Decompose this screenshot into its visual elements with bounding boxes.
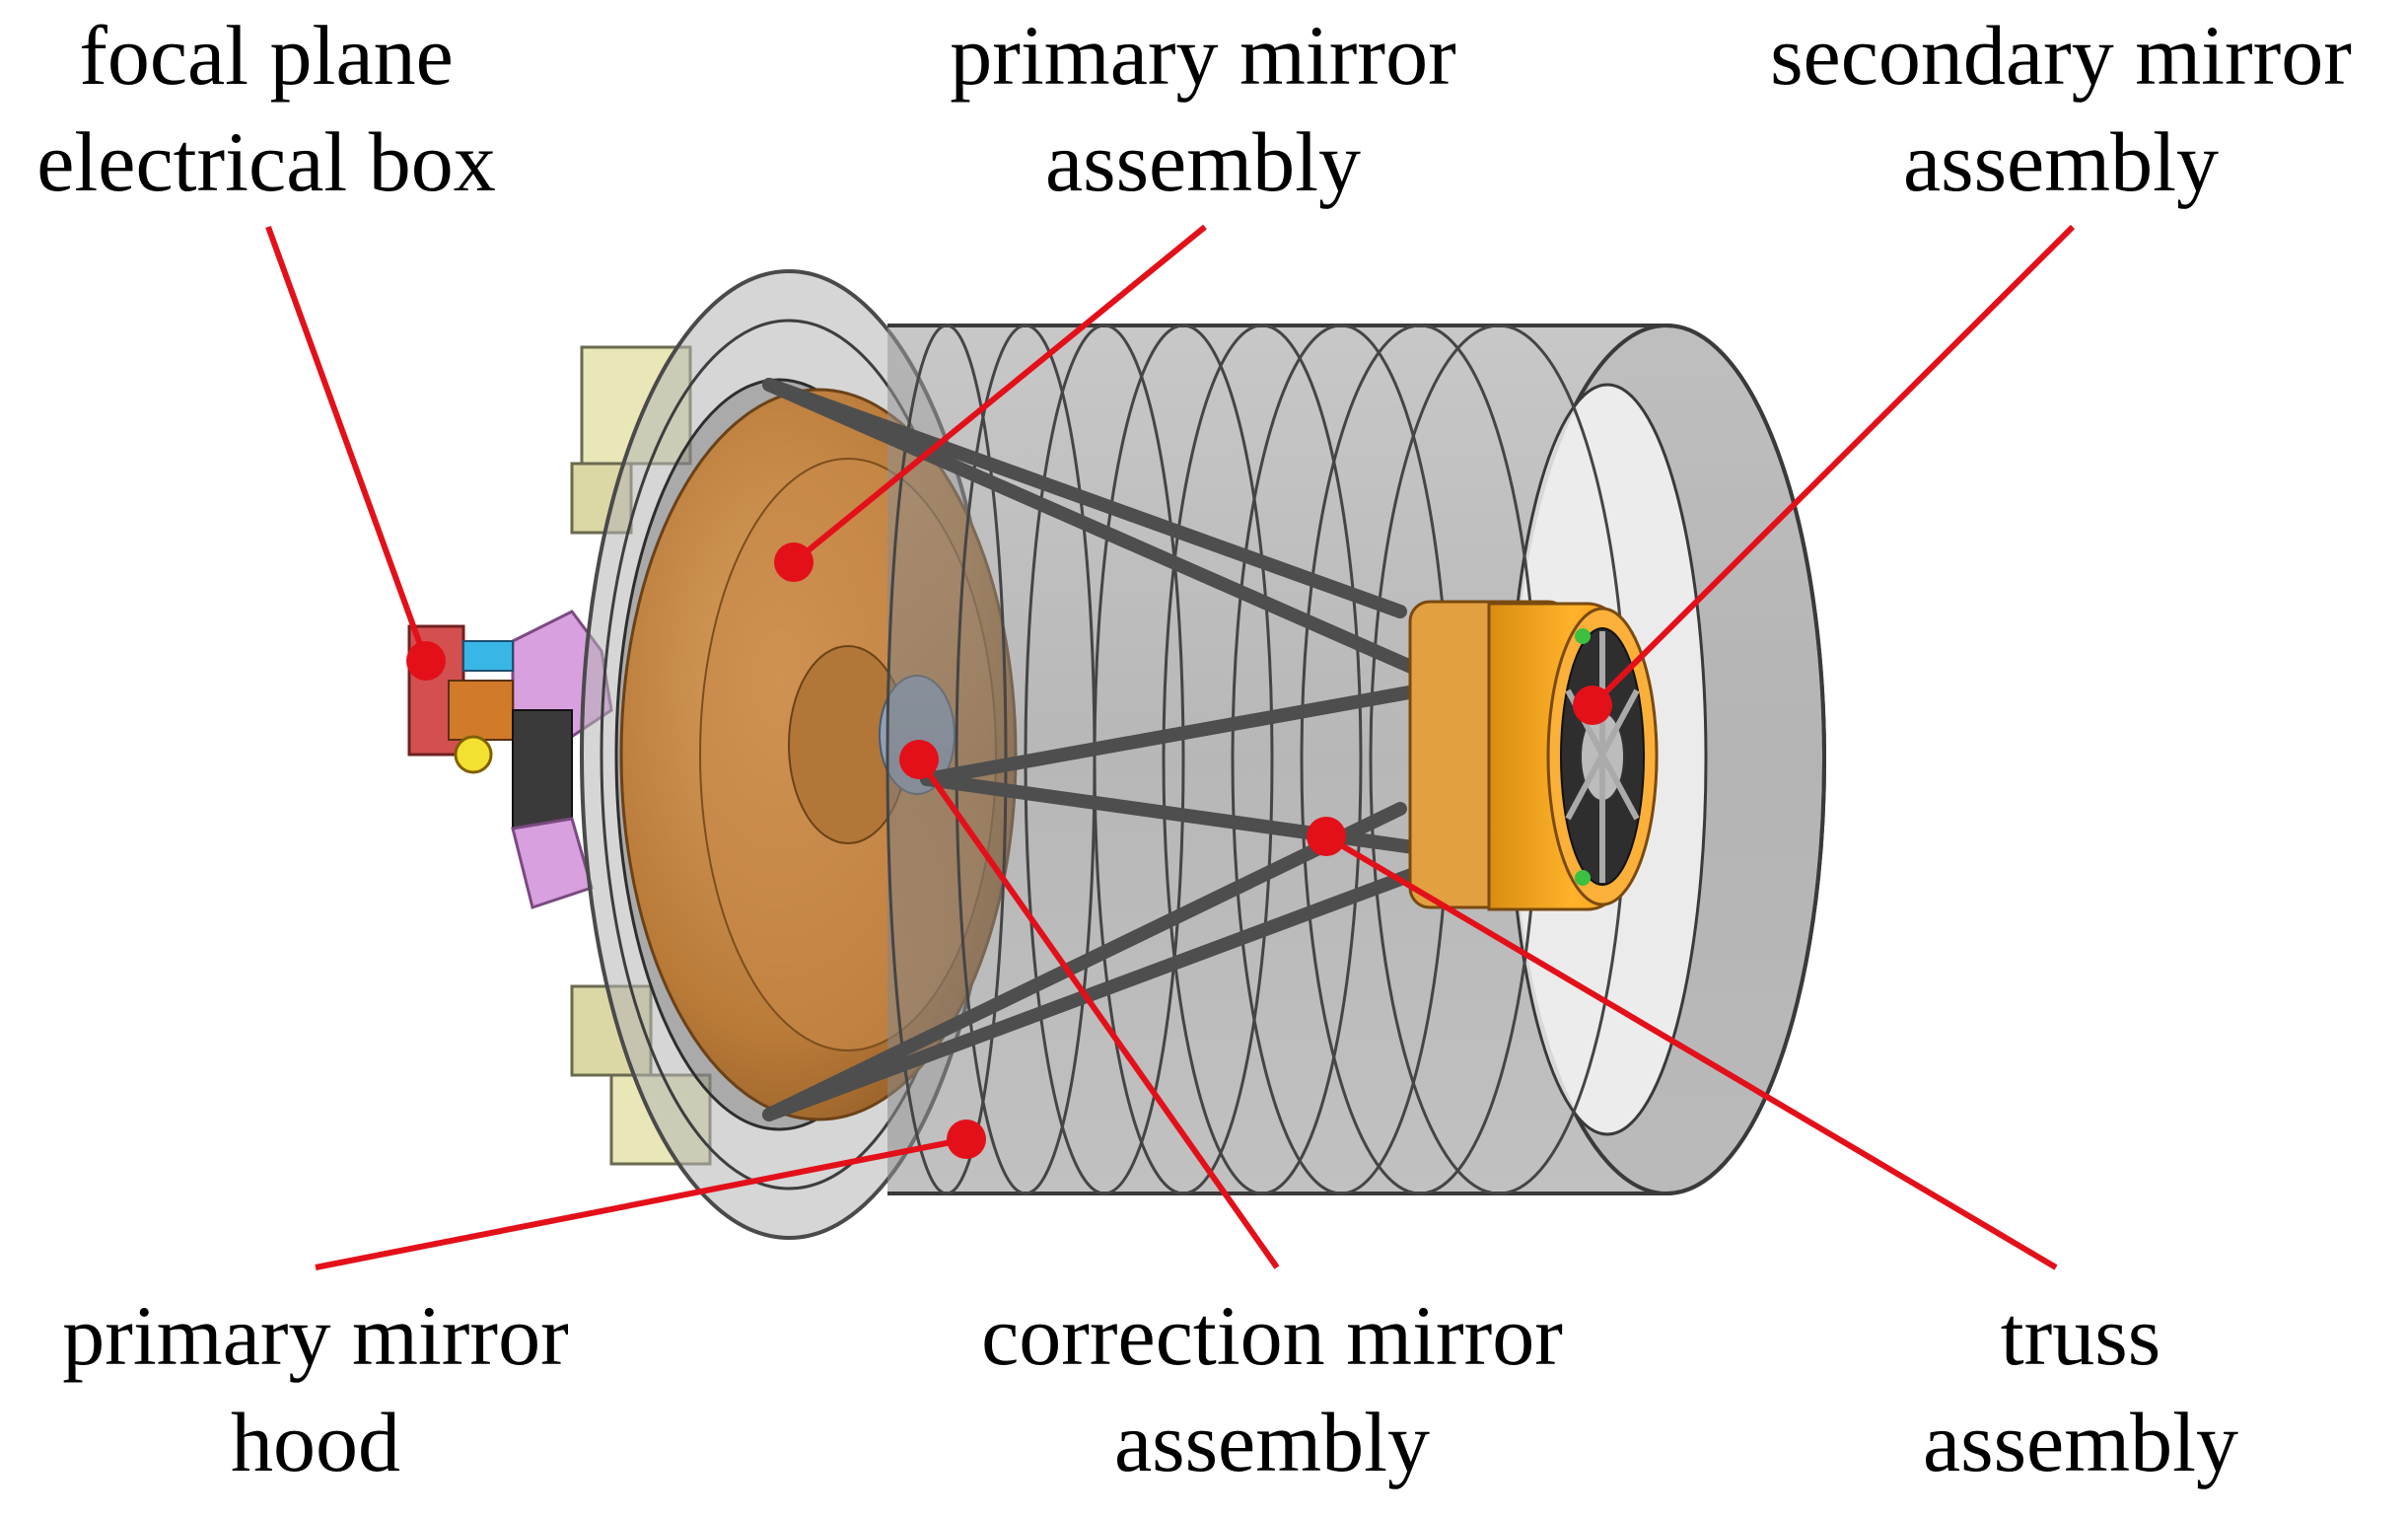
label-line: electrical box xyxy=(36,114,496,209)
leader-primary-mirror-hood xyxy=(315,1136,967,1270)
label-line: assembly xyxy=(1044,114,1362,209)
dot-truss-assembly xyxy=(1307,817,1346,856)
leader-correction-mirror xyxy=(916,758,1280,1269)
label-line: primary mirror xyxy=(950,8,1456,103)
label-line: primary mirror xyxy=(62,1288,569,1383)
label-primary-mirror-hood: primary mirror hood xyxy=(10,1282,621,1495)
label-line: assembly xyxy=(1113,1395,1431,1489)
label-line: assembly xyxy=(1922,1395,2239,1489)
leader-focal-plane xyxy=(265,225,429,663)
label-truss-assembly: truss assembly xyxy=(1805,1282,2357,1495)
label-line: correction mirror xyxy=(981,1288,1563,1383)
dot-primary-mirror-hood xyxy=(947,1120,986,1159)
dot-primary-mirror-assembly xyxy=(774,542,814,582)
label-correction-mirror-assembly: correction mirror assembly xyxy=(917,1282,1627,1495)
dot-secondary-mirror-assembly xyxy=(1573,686,1612,725)
label-line: focal plane xyxy=(79,8,454,103)
secondary-mirror xyxy=(1408,600,1659,911)
leader-dots xyxy=(406,542,1612,1159)
leader-primary-mirror-assembly xyxy=(792,224,1207,565)
label-line: truss xyxy=(2000,1288,2161,1383)
dot-focal-plane xyxy=(406,641,446,681)
label-secondary-mirror-assembly: secondary mirror assembly xyxy=(1726,2,2396,215)
label-line: assembly xyxy=(1902,114,2220,209)
leader-truss-assembly xyxy=(1324,833,2058,1270)
leader-lines xyxy=(265,224,2076,1270)
label-primary-mirror-assembly: primary mirror assembly xyxy=(887,2,1519,215)
label-line: secondary mirror xyxy=(1770,8,2352,103)
leader-secondary-mirror-assembly xyxy=(1590,224,2076,708)
label-line: hood xyxy=(231,1395,400,1489)
label-focal-plane-electrical-box: focal plane electrical box xyxy=(10,2,523,215)
dot-correction-mirror xyxy=(899,740,939,779)
